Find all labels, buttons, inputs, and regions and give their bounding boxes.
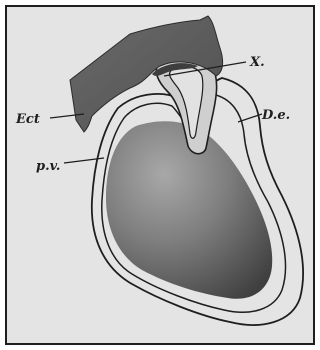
label-ect: Ect: [15, 112, 40, 127]
label-x: X.: [249, 55, 265, 70]
label-pv: p.v.: [36, 159, 60, 174]
label-de: D.e.: [261, 108, 290, 123]
